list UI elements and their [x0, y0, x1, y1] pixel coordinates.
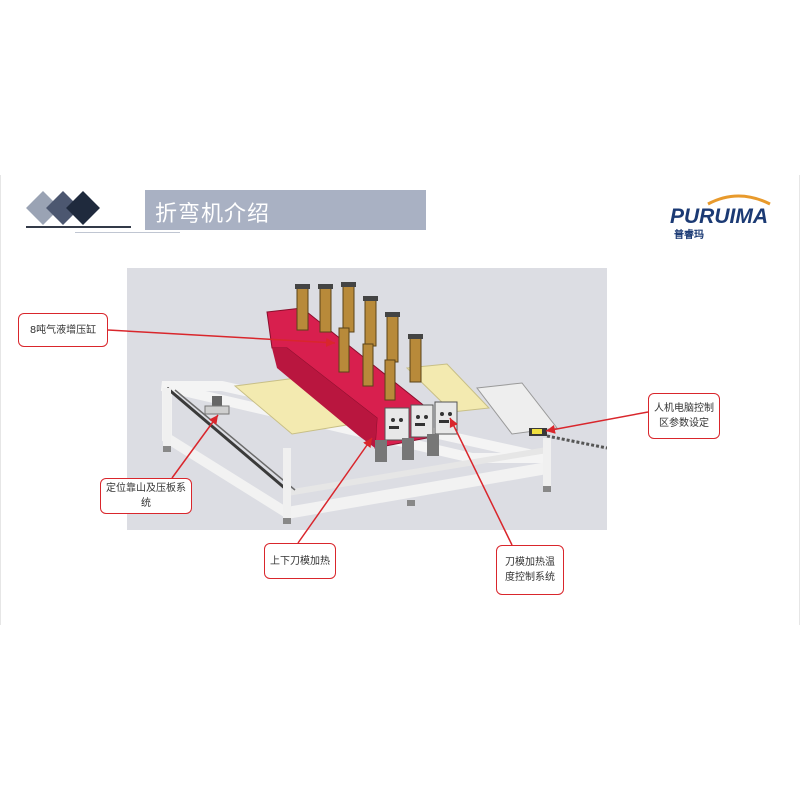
logo-text: PURUIMA [670, 205, 768, 228]
title-bar [145, 190, 426, 230]
logo-text-cn: 普睿玛 [674, 230, 704, 241]
logo-swoosh-icon [707, 194, 771, 206]
header-divider-thin [75, 232, 180, 233]
slide-edge [0, 175, 1, 625]
callout-die-heating: 上下刀模加热 [264, 543, 336, 579]
callout-temp-control: 刀模加热温度控制系统 [496, 545, 564, 595]
header-divider [26, 226, 131, 228]
brand-logo: PURUIMA 普睿玛 [668, 190, 783, 241]
callout-positioning: 定位靠山及压板系统 [100, 478, 192, 514]
callout-cylinder: 8吨气液增压缸 [18, 313, 108, 347]
machine-illustration [127, 268, 608, 530]
bending-machine-drawing [160, 282, 608, 524]
callout-hmi: 人机电脑控制区参数设定 [648, 393, 720, 439]
page-title: 折弯机介绍 [155, 202, 271, 227]
